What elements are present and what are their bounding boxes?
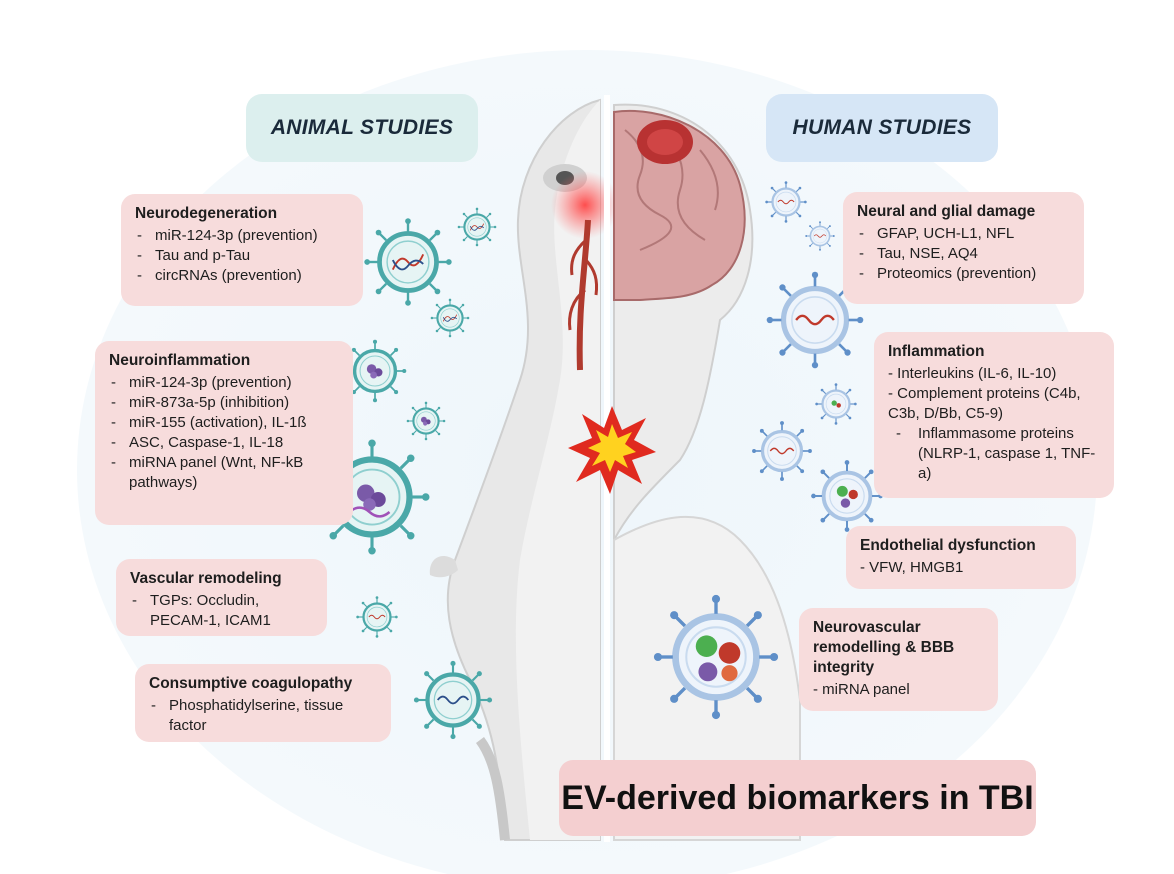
- neuroinflammation-box: Neuroinflammation miR-124-3p (prevention…: [95, 341, 353, 525]
- box-title: Consumptive coagulopathy: [149, 675, 353, 692]
- figure-title-banner: EV-derived biomarkers in TBI: [559, 760, 1036, 836]
- extracellular-vesicle-icon: [429, 297, 471, 339]
- extracellular-vesicle-icon: [414, 661, 492, 739]
- blood-vessel-icon: [551, 171, 619, 371]
- box-item: TGPs: Occludin, PECAM-1, ICAM1: [130, 591, 290, 631]
- inflammation-box: Inflammation - Interleukins (IL-6, IL-10…: [874, 332, 1114, 498]
- box-item: - miRNA panel: [813, 681, 910, 698]
- explosion-icon: [568, 406, 656, 494]
- box-item: - Complement proteins (C4b, C3b, D/Bb, C…: [888, 385, 1081, 422]
- extracellular-vesicle-icon: [364, 218, 451, 305]
- extracellular-vesicle-icon: [315, 440, 430, 555]
- human-studies-header: HUMAN STUDIES: [766, 94, 998, 162]
- extracellular-vesicle-icon: [809, 458, 885, 534]
- extracellular-vesicle-icon: [814, 382, 858, 426]
- extracellular-vesicle-icon: [405, 400, 447, 442]
- box-item: miRNA panel (Wnt, NF-kB pathways): [109, 453, 309, 493]
- extracellular-vesicle-icon: [342, 338, 408, 404]
- extracellular-vesicle-icon: [355, 595, 399, 639]
- box-title: Neurodegeneration: [135, 205, 278, 222]
- box-item: Tau, NSE, AQ4: [857, 244, 1070, 264]
- box-title: Neuroinflammation: [109, 352, 251, 369]
- box-item: - Interleukins (IL-6, IL-10): [888, 365, 1057, 382]
- box-title: Endothelial dysfunction: [860, 537, 1036, 554]
- box-title: Vascular remodeling: [130, 570, 282, 587]
- animal-studies-header: ANIMAL STUDIES: [246, 94, 478, 162]
- box-item: - VFW, HMGB1: [860, 559, 964, 576]
- box-item: ASC, Caspase-1, IL-18: [109, 433, 309, 453]
- box-item: miR-873a-5p (inhibition): [109, 393, 309, 413]
- box-title: Neural and glial damage: [857, 203, 1036, 220]
- rat-head-icon: [429, 98, 601, 841]
- extracellular-vesicle-icon: [804, 220, 836, 252]
- box-item: miR-124-3p (prevention): [135, 226, 349, 246]
- box-item: Tau and p-Tau: [135, 246, 349, 266]
- extracellular-vesicle-icon: [764, 180, 808, 224]
- consumptive-coagulopathy-box: Consumptive coagulopathy Phosphatidylser…: [135, 664, 391, 742]
- vascular-remodeling-box: Vascular remodeling TGPs: Occludin, PECA…: [116, 559, 327, 636]
- extracellular-vesicle-icon: [456, 206, 498, 248]
- box-item: miR-155 (activation), IL-1ß: [109, 413, 309, 433]
- box-item: circRNAs (prevention): [135, 266, 349, 286]
- neurodegeneration-box: Neurodegeneration miR-124-3p (prevention…: [121, 194, 363, 306]
- neurovascular-remodelling-box: Neurovascular remodelling & BBB integrit…: [799, 608, 998, 711]
- extracellular-vesicle-icon: [654, 595, 778, 719]
- box-item: GFAP, UCH-L1, NFL: [857, 224, 1070, 244]
- brain-icon: [613, 109, 746, 301]
- box-title: Inflammation: [888, 343, 985, 360]
- box-item: miR-124-3p (prevention): [109, 373, 309, 393]
- box-item: Inflammasome proteins (NLRP-1, caspase 1…: [888, 424, 1100, 484]
- extracellular-vesicle-icon: [750, 419, 814, 483]
- box-item: Phosphatidylserine, tissue factor: [149, 696, 369, 736]
- box-item: Proteomics (prevention): [857, 264, 1070, 284]
- neural-glial-damage-box: Neural and glial damage GFAP, UCH-L1, NF…: [843, 192, 1084, 304]
- box-title: Neurovascular remodelling & BBB integrit…: [813, 619, 955, 676]
- endothelial-dysfunction-box: Endothelial dysfunction - VFW, HMGB1: [846, 526, 1076, 589]
